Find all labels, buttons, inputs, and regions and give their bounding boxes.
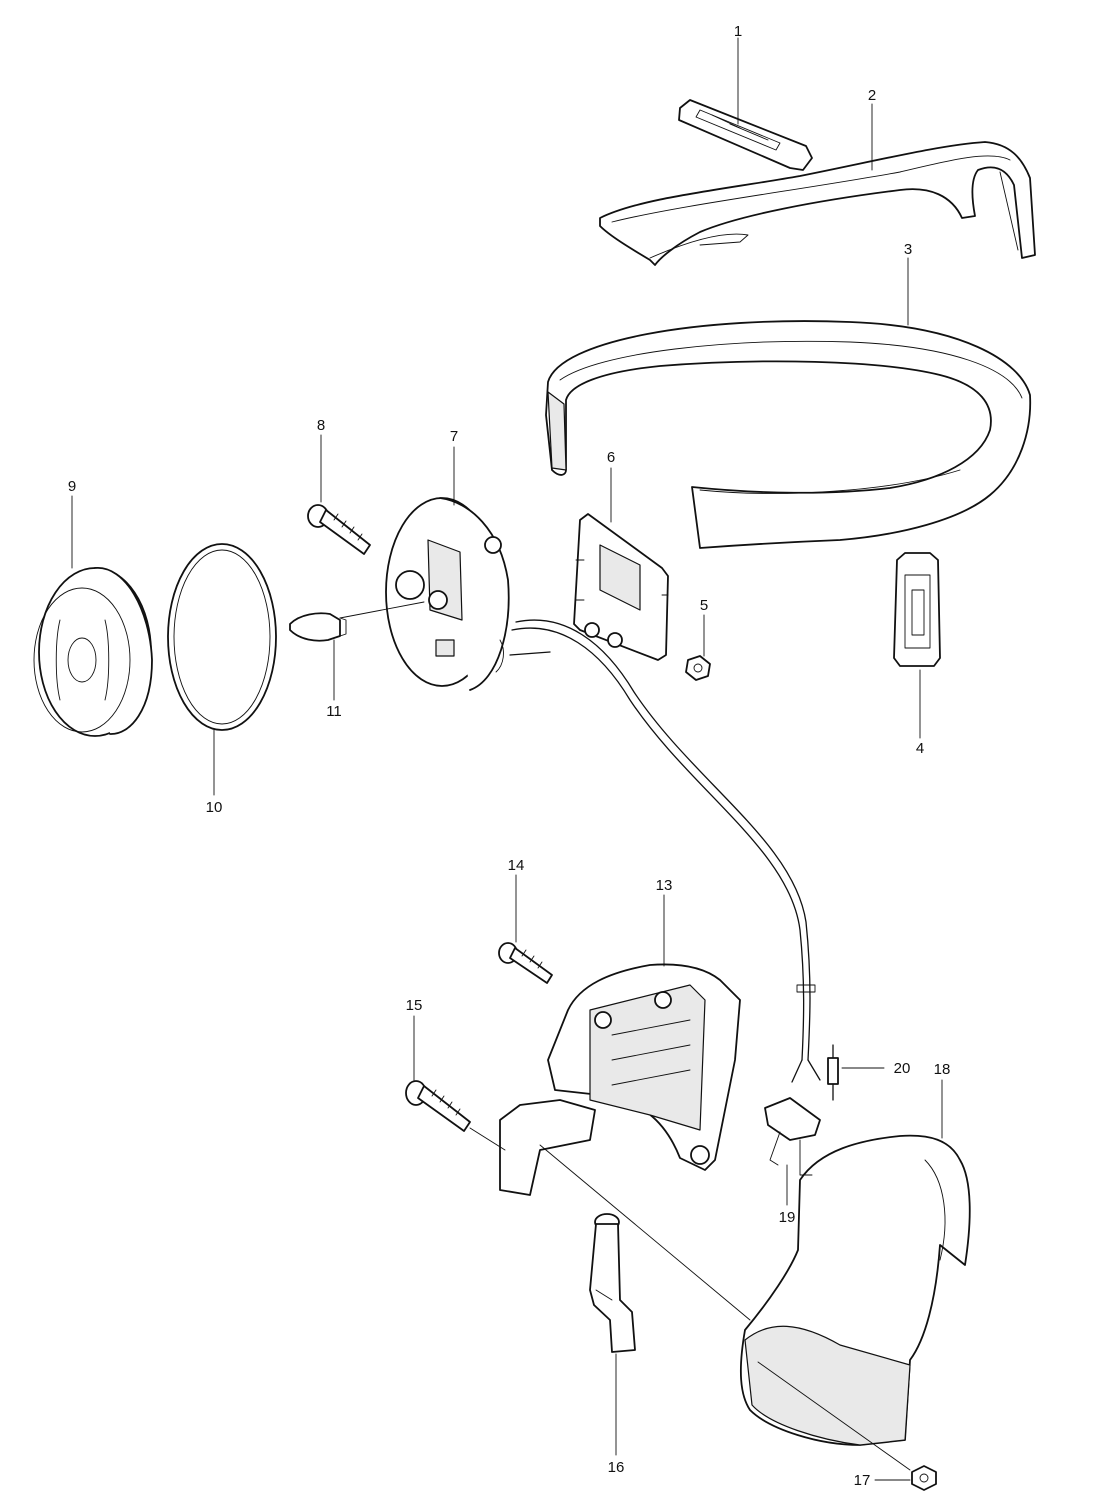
- callout-18: 18: [934, 1061, 951, 1078]
- part-15-screw: [405, 1080, 506, 1151]
- part-2-head-strap: [599, 141, 1036, 266]
- part-20-diode: [827, 1044, 839, 1101]
- part-4-buckle: [893, 552, 941, 667]
- part-13-lower-housing: [499, 963, 741, 1196]
- callout-9: 9: [68, 478, 76, 495]
- part-14-screw: [498, 942, 553, 984]
- part-1-adjuster-plate: [678, 99, 813, 171]
- part-11-bulb: [289, 612, 347, 642]
- leader-lines: [71, 37, 943, 1481]
- part-16-clip: [589, 1213, 636, 1353]
- callout-7: 7: [450, 428, 458, 445]
- callout-numbers: 1 2 3 4 5 6 7 8 9 10 11 13 14 15 16 17 1…: [68, 23, 951, 1489]
- callout-14: 14: [508, 857, 525, 874]
- callout-4: 4: [916, 740, 924, 757]
- part-3-head-band: [545, 320, 1032, 549]
- part-7-lamp-housing: [385, 497, 510, 691]
- callout-8: 8: [317, 417, 325, 434]
- part-5-nut: [685, 655, 711, 681]
- part-6-bracket-plate: [573, 513, 669, 661]
- callout-11: 11: [326, 703, 342, 720]
- callout-2: 2: [868, 87, 876, 104]
- callout-6: 6: [607, 449, 615, 466]
- part-9-lens-ring: [33, 567, 153, 737]
- callout-15: 15: [406, 997, 423, 1014]
- cable: [509, 619, 821, 1083]
- callout-16: 16: [608, 1459, 625, 1476]
- part-17-nut: [911, 1465, 937, 1491]
- callout-10: 10: [206, 799, 223, 816]
- callout-1: 1: [734, 23, 742, 40]
- part-18-rear-cover: [739, 1134, 971, 1446]
- callout-17: 17: [854, 1472, 871, 1489]
- callout-3: 3: [904, 241, 912, 258]
- callout-19: 19: [779, 1209, 796, 1226]
- callout-13: 13: [656, 877, 673, 894]
- part-8-screw: [307, 504, 371, 555]
- callout-5: 5: [700, 597, 708, 614]
- callout-20: 20: [894, 1060, 911, 1077]
- part-10-gasket-ring: [167, 543, 277, 731]
- part-19-switch: [764, 1097, 821, 1176]
